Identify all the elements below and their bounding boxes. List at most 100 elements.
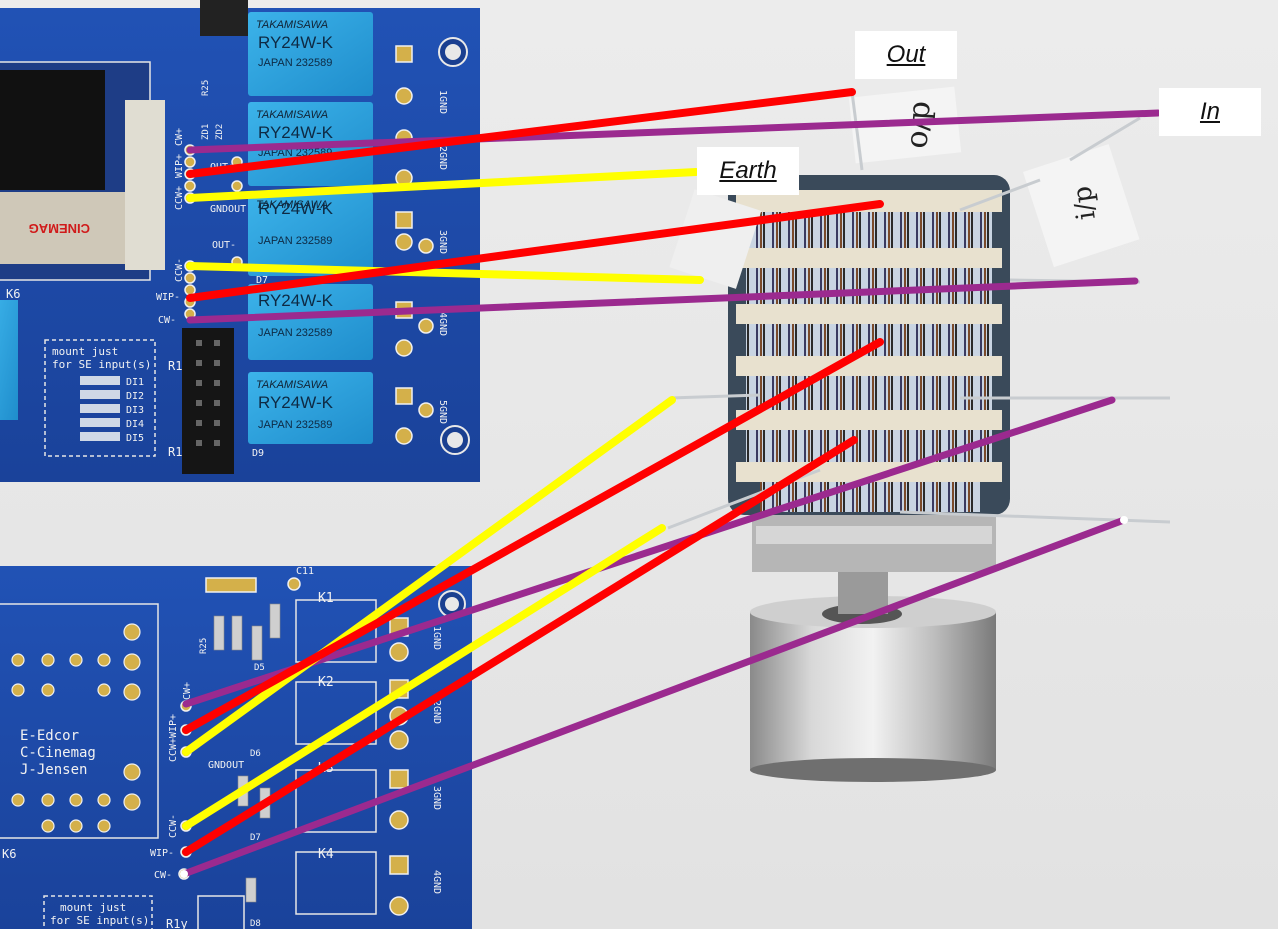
gnd-label: 2GND (437, 146, 448, 170)
relay-3: TAKAMISAWA RY24W-K JAPAN 232589 (248, 192, 373, 276)
gnd-label: 5GND (437, 400, 448, 424)
relay-label-k2: K2 (318, 675, 334, 690)
transformer-top: CINEMAG (0, 61, 165, 281)
pin-label: WIP- (156, 292, 180, 303)
pin-label: CCW+ (174, 186, 185, 210)
wire-yellow-top-ccw-plus (186, 168, 700, 202)
wire-purple-top-cw-minus (186, 277, 1139, 324)
aluminium-knob (750, 596, 996, 782)
relay-1: TAKAMISAWA RY24W-K JAPAN 232589 (248, 12, 373, 96)
diode-label: DI5 (126, 433, 144, 444)
mount-note-bottom: mount just for SE input(s) (43, 895, 153, 929)
ref-label: R1 (168, 359, 182, 373)
gnd-label: 1GND (437, 90, 448, 114)
pin-label: WIP- (150, 848, 174, 859)
ref-label: K6 (2, 847, 16, 861)
relay-5: TAKAMISAWA RY24W-K JAPAN 232589 (248, 372, 373, 444)
relay-brand: TAKAMISAWA (256, 199, 328, 211)
relay-origin: JAPAN 232589 (258, 235, 332, 247)
legend-cinemag: C-Cinemag (20, 745, 96, 761)
ref-label: R25 (201, 80, 211, 96)
relay-brand: TAKAMISAWA (256, 379, 328, 391)
ref-label: D5 (254, 663, 265, 673)
transformer-footprint-bottom: E-Edcor C-Cinemag J-Jensen (0, 603, 159, 839)
relay-model: RY24W-K (258, 199, 334, 218)
relay-origin: JAPAN 232589 (258, 419, 332, 431)
ref-label: C11 (296, 566, 314, 577)
ref-label: K6 (6, 287, 20, 301)
gnd-label: 2GND (431, 700, 442, 724)
gnd-label: 4GND (437, 312, 448, 336)
wire-purple-bottom-cw-plus (182, 396, 1116, 708)
relay-outlines-bottom (295, 599, 377, 915)
gnd-label: 3GND (431, 786, 442, 810)
callout-in: In (1159, 88, 1261, 136)
pcb-board-top: CINEMAG TAKAMISAWA RY24W-K JAPAN 232589 … (0, 0, 480, 482)
relay-brand: TAKAMISAWA (256, 19, 328, 31)
relay-origin: JAPAN 232589 (258, 57, 332, 69)
gnd-label: 3GND (437, 230, 448, 254)
relay-origin: JAPAN 232589 (258, 327, 332, 339)
legend-edcor: E-Edcor (20, 728, 79, 744)
wire-purple-bottom-cw-minus (180, 516, 1128, 878)
relay-model: RY24W-K (258, 393, 334, 412)
relay-4: RY24W-K JAPAN 232589 (248, 284, 373, 360)
pin-label: WIP+ (168, 714, 179, 738)
ref-label: R1 (168, 445, 182, 459)
out-label: GNDOUT (210, 204, 246, 215)
ref-label: ZD1 (201, 124, 211, 140)
pin-label: CCW- (174, 258, 185, 282)
ref-label: D7 (250, 833, 261, 843)
wire-overlay (180, 88, 1162, 878)
mount-note-line-2: for SE input(s) (50, 914, 149, 927)
gnd-label: 4GND (431, 870, 442, 894)
ref-label: D8 (250, 919, 261, 929)
tag-ip-label: i/p (1067, 184, 1101, 222)
diode-label: DI2 (126, 391, 144, 402)
cinemag-label: CINEMAG (29, 221, 90, 236)
relay-label-k4: K4 (318, 847, 334, 862)
wire-yellow-top-ccw-minus (186, 262, 704, 284)
ref-label: D6 (250, 749, 261, 759)
diode-label: DI4 (126, 419, 144, 430)
mount-note-line-1: mount just (60, 901, 126, 914)
ref-label: R1y (166, 917, 188, 929)
legend-jensen: J-Jensen (20, 762, 87, 778)
pin-label: CCW+ (168, 738, 179, 762)
callout-earth: Earth (697, 147, 799, 195)
wire-yellow-bottom-ccw-plus (182, 396, 676, 756)
wire-yellow-bottom-ccw-minus (182, 524, 666, 830)
ref-label: D7 (256, 275, 268, 286)
gndout-label: GNDOUT (208, 760, 244, 771)
header-connector-top (182, 328, 234, 474)
wire-purple-top-cw-plus (186, 109, 1162, 154)
mount-note-line-1: mount just (52, 345, 118, 358)
mount-note-line-2: for SE input(s) (52, 358, 151, 371)
callout-out: Out (855, 31, 957, 79)
relay-stack-top: TAKAMISAWA RY24W-K JAPAN 232589 TAKAMISA… (248, 12, 373, 444)
pin-label: CW+ (182, 682, 193, 700)
ref-label: R25 (199, 638, 209, 654)
relay-model: RY24W-K (258, 291, 334, 310)
relay-model: RY24W-K (258, 123, 334, 142)
relay-model: RY24W-K (258, 33, 334, 52)
relay-k6-top (0, 300, 18, 420)
pin-label: CW+ (174, 128, 185, 146)
diode-label: DI3 (126, 405, 144, 416)
pin-label: WIP+ (174, 154, 185, 178)
mount-note-top: mount just for SE input(s) DI1 DI2 DI3 D… (44, 339, 156, 457)
ref-label: ZD2 (215, 124, 225, 140)
pin-labels-bottom: CW+ WIP+ CCW+ CCW- WIP- CW- GNDOUT 1GND … (2, 566, 442, 929)
wire-red-top-wip-minus (186, 200, 884, 302)
switch-bushing (838, 570, 888, 614)
pin-label: CW- (158, 315, 176, 326)
pcb-board-bottom: E-Edcor C-Cinemag J-Jensen K1 K2 K3 K4 (0, 566, 472, 929)
tag-input: i/p (1023, 144, 1140, 268)
pin-label: CCW- (168, 814, 179, 838)
gnd-label: 1GND (431, 626, 442, 650)
out-label: OUT- (212, 240, 236, 251)
diode-label: DI1 (126, 377, 144, 388)
relay-brand: TAKAMISAWA (256, 109, 328, 121)
wire-red-top-wip-plus (186, 88, 856, 178)
